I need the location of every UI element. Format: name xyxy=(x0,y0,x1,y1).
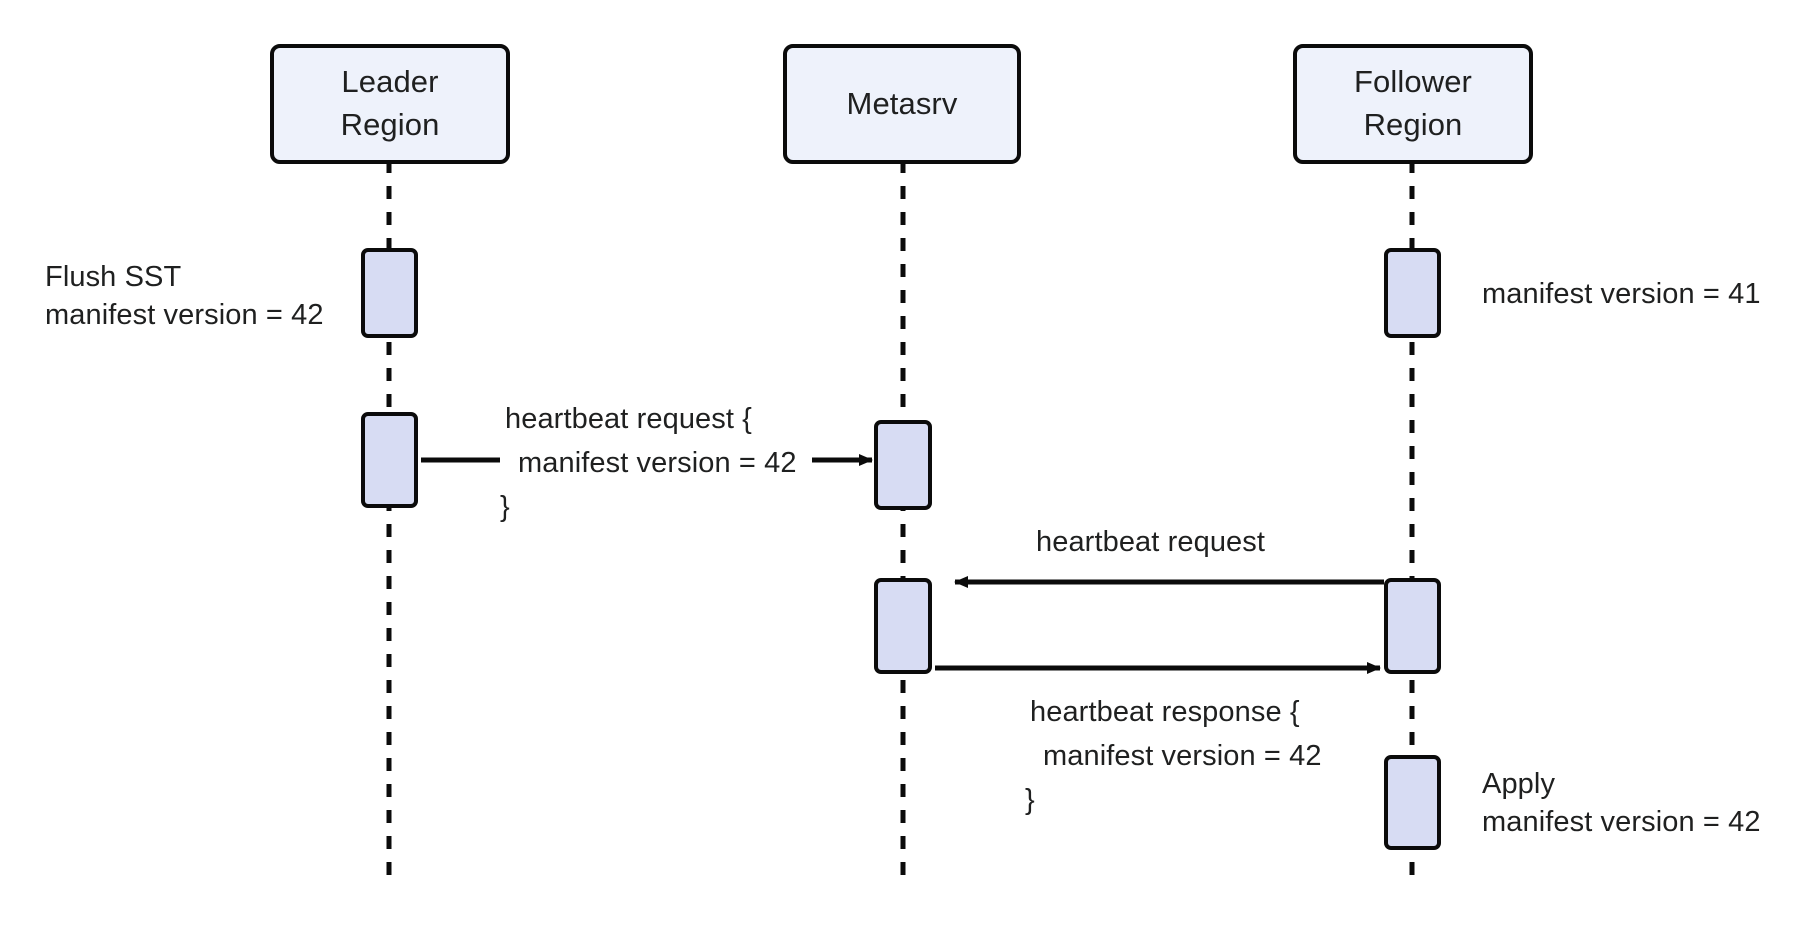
message-heartbeat-response-metasrv-line3: } xyxy=(1025,784,1035,816)
activation-metasrv-heartbeat-follower[interactable] xyxy=(874,578,932,674)
activation-follower-apply[interactable] xyxy=(1384,755,1441,850)
note-flush-sst: Flush SST manifest version = 42 xyxy=(45,261,324,332)
note-apply-manifest-version: Apply manifest version = 42 xyxy=(1482,768,1761,839)
participant-leader-region[interactable]: Leader Region xyxy=(270,44,510,164)
message-heartbeat-response-metasrv-line2: manifest version = 42 xyxy=(1043,740,1322,772)
message-heartbeat-request-leader-line3: } xyxy=(500,491,510,523)
participant-follower-region[interactable]: Follower Region xyxy=(1293,44,1533,164)
message-heartbeat-request-follower-line1: heartbeat request xyxy=(1036,526,1266,558)
activation-metasrv-heartbeat-leader[interactable] xyxy=(874,420,932,510)
note-follower-manifest-version: manifest version = 41 xyxy=(1482,278,1761,310)
message-heartbeat-response-metasrv-line1: heartbeat response { xyxy=(1030,696,1300,728)
message-heartbeat-request-leader-line2: manifest version = 42 xyxy=(518,447,797,479)
activation-leader-heartbeat[interactable] xyxy=(361,412,418,508)
participant-metasrv[interactable]: Metasrv xyxy=(783,44,1021,164)
activation-leader-flush[interactable] xyxy=(361,248,418,338)
activation-follower-initial[interactable] xyxy=(1384,248,1441,338)
activation-follower-heartbeat[interactable] xyxy=(1384,578,1441,674)
message-heartbeat-request-leader-line1: heartbeat request { xyxy=(505,403,752,435)
